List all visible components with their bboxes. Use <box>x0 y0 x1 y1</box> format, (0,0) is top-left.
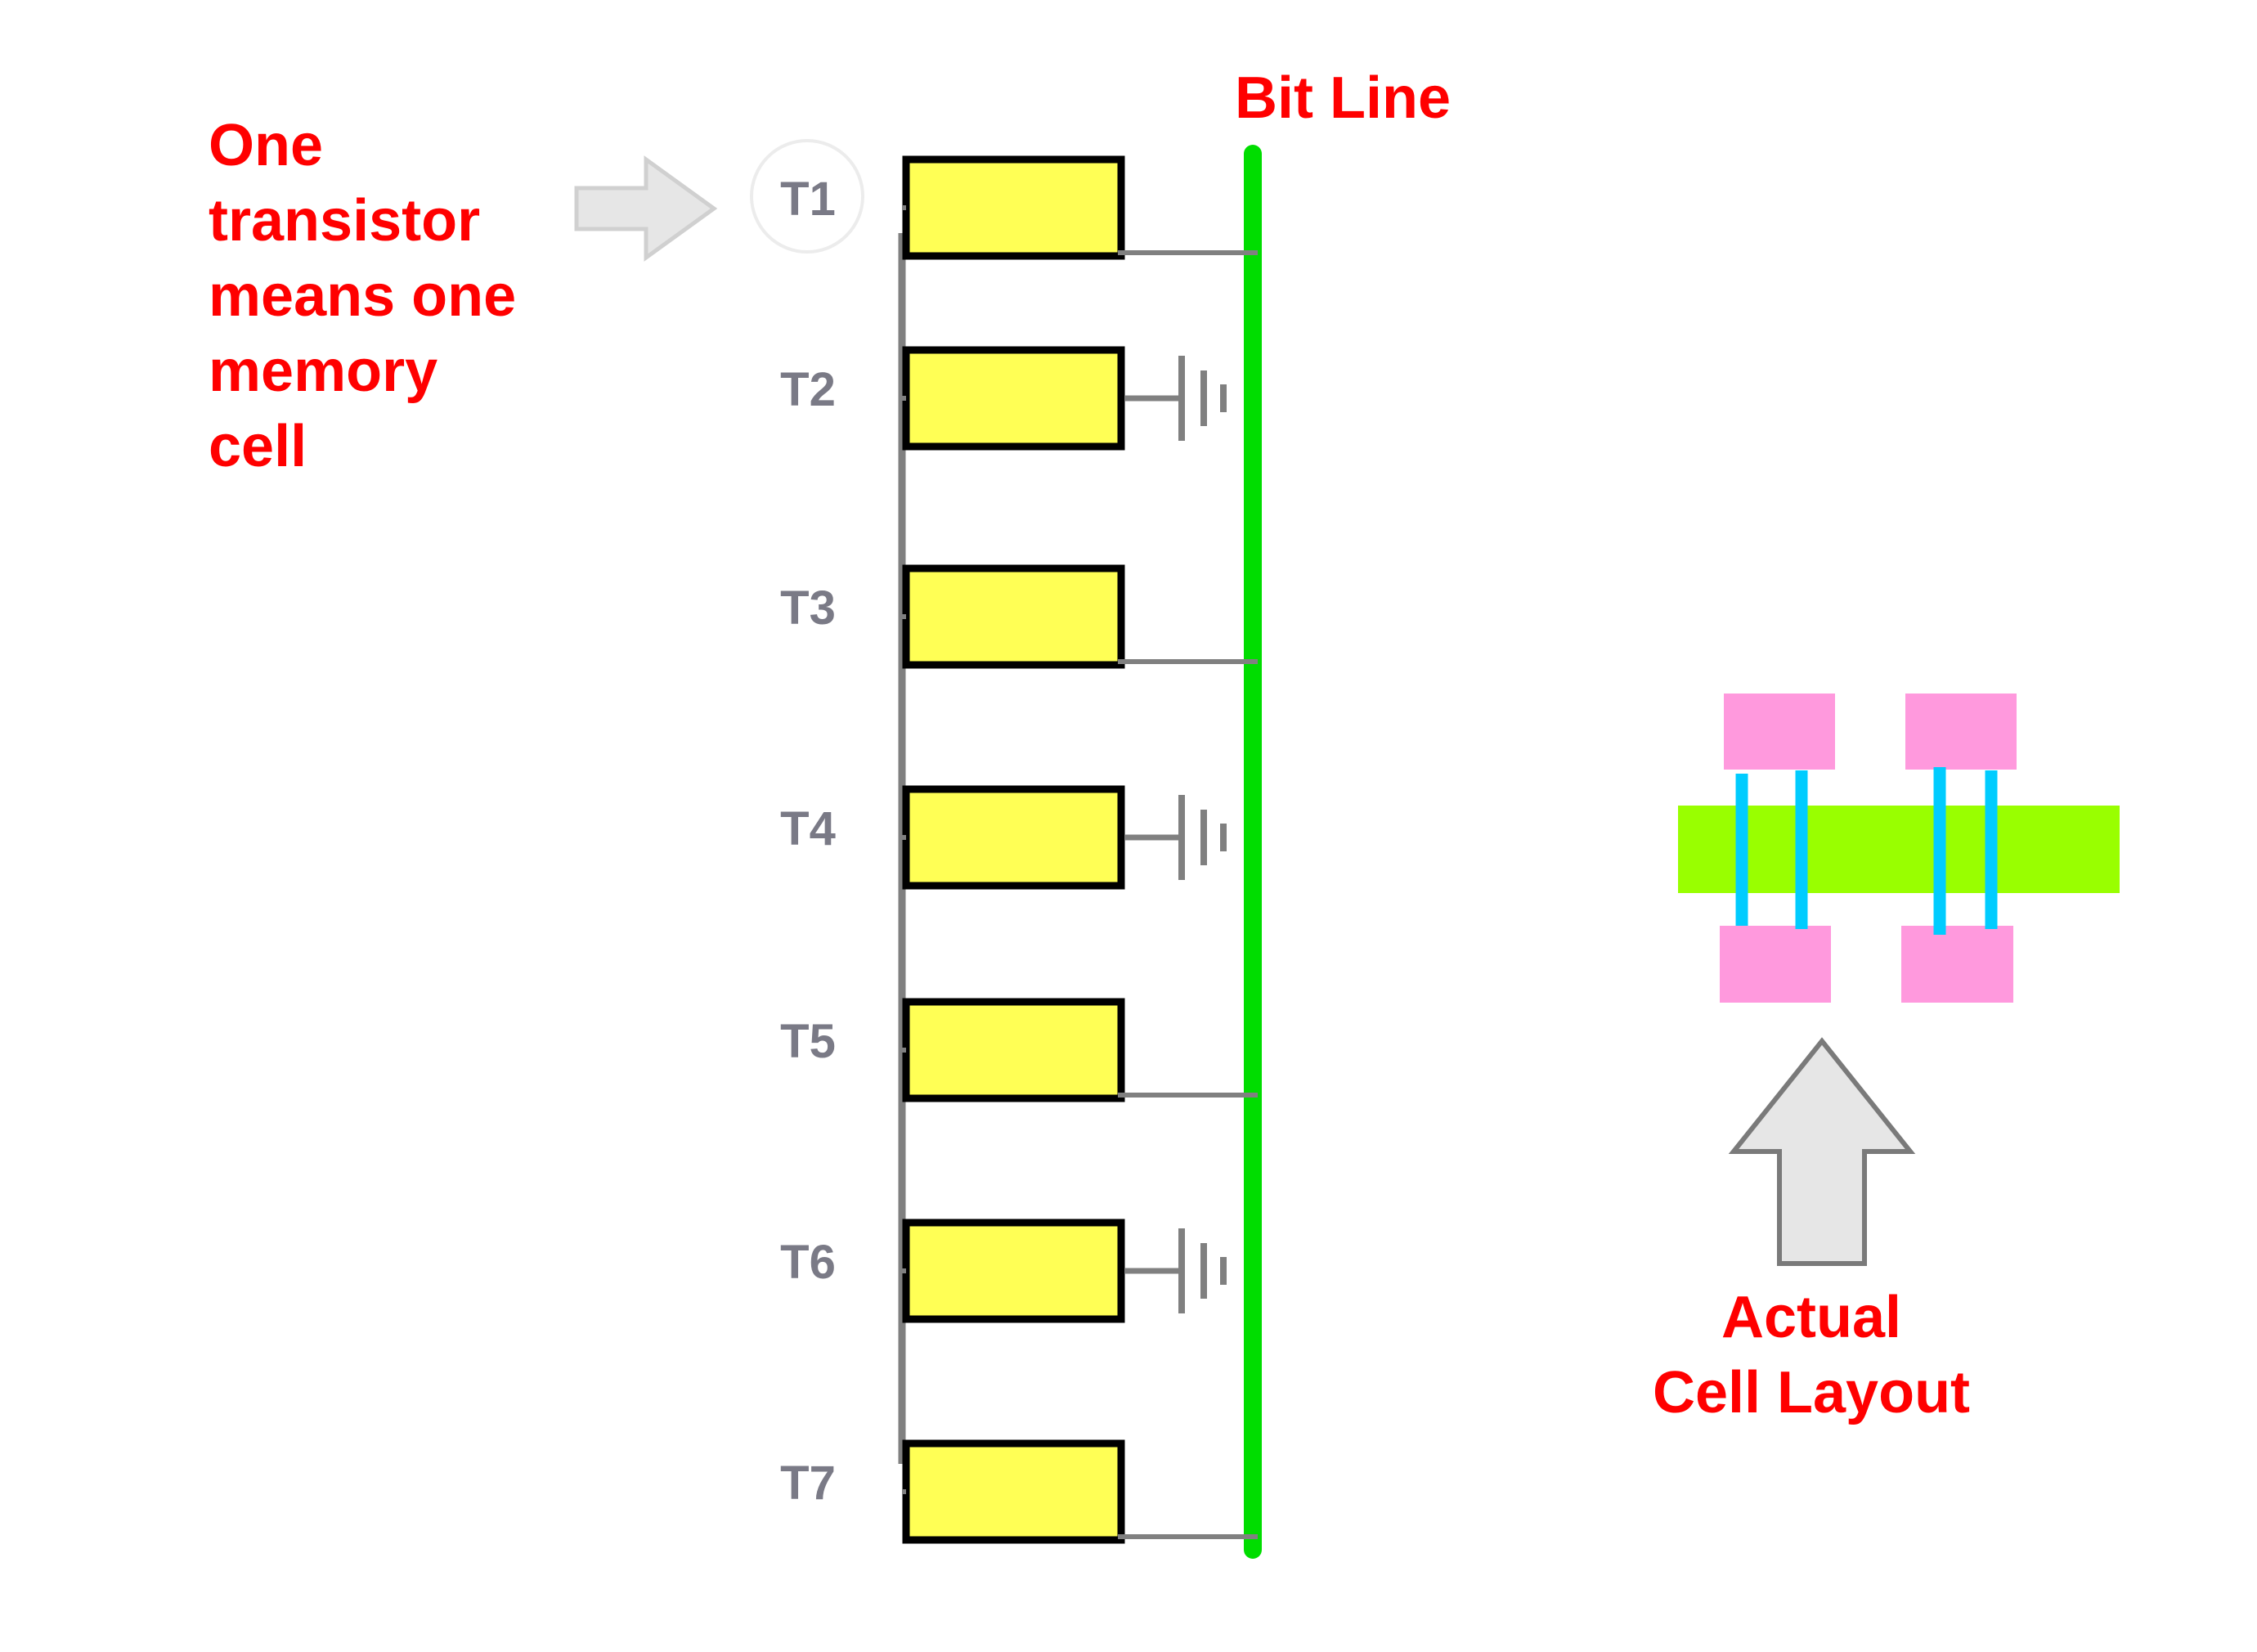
cell-capacitor <box>902 785 1125 890</box>
active-region <box>1678 806 2120 893</box>
transistor-label: T2 <box>780 363 836 416</box>
cell-capacitor <box>902 1219 1125 1323</box>
memory-cell: T6 <box>780 1219 1227 1323</box>
annotation-line: memory <box>209 339 438 404</box>
transistor-label: T4 <box>780 802 836 855</box>
transistor-label: T6 <box>780 1236 836 1289</box>
ground-icon <box>1124 356 1227 441</box>
annotation-line: transistor <box>209 188 481 254</box>
arrow-up-icon <box>1728 1037 1916 1266</box>
memory-cell: T1 <box>780 155 1258 260</box>
contact-pad-bottom-right <box>1901 926 2013 1003</box>
transistor-label: T5 <box>780 1015 836 1068</box>
layout-caption: Actual Cell Layout <box>1619 1280 2003 1430</box>
contact-pad-bottom-left <box>1720 926 1831 1003</box>
memory-cell: T7 <box>780 1439 1258 1544</box>
contact-pad-top-left <box>1724 694 1835 770</box>
cell-capacitor <box>902 155 1125 260</box>
cell-capacitor <box>902 998 1125 1102</box>
bit-line-label: Bit Line <box>1235 65 1451 131</box>
annotation-line: means one <box>209 263 517 329</box>
annotation-line: cell <box>209 414 307 479</box>
cell-layout-illustration <box>1678 694 2120 1003</box>
ground-icon <box>1124 1228 1227 1313</box>
transistor-label: T1 <box>780 173 836 226</box>
transistor-label: T3 <box>780 581 836 635</box>
layout-caption-line: Actual <box>1721 1285 1902 1350</box>
memory-cell: T2 <box>780 346 1227 451</box>
cell-capacitor <box>902 1439 1125 1544</box>
contact-pad-top-right <box>1905 694 2017 770</box>
layout-caption-line: Cell Layout <box>1652 1360 1971 1425</box>
arrow-right-icon <box>574 155 718 262</box>
annotation-line: One <box>209 113 324 178</box>
ground-icon <box>1124 795 1227 880</box>
annotation-text: One transistor means one memory cell <box>209 108 601 484</box>
cell-capacitor <box>902 346 1125 451</box>
memory-cell: T3 <box>780 564 1258 669</box>
cell-capacitor <box>902 564 1125 669</box>
transistor-label: T7 <box>780 1457 836 1510</box>
memory-cell: T5 <box>780 998 1258 1102</box>
memory-cell: T4 <box>780 785 1227 890</box>
t1-highlight-circle <box>750 139 864 254</box>
